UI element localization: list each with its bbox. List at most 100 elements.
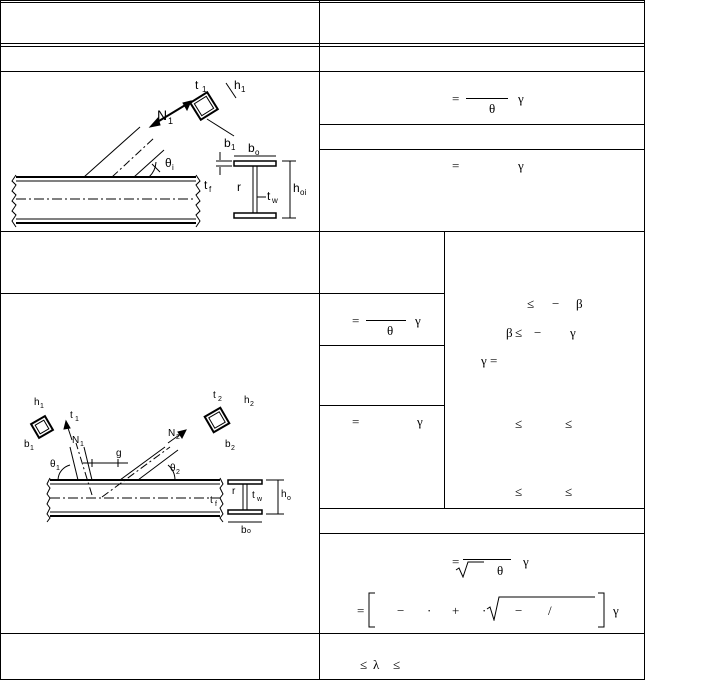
tw-label: t <box>267 189 271 203</box>
equals-sign: = <box>352 313 360 328</box>
brace-1 <box>69 442 93 496</box>
n1-label: N <box>72 435 79 446</box>
sqrt-sign <box>455 561 484 578</box>
plus-sign: + <box>452 603 460 618</box>
equals-sign: = <box>357 603 365 618</box>
n1-sub: 1 <box>80 441 84 448</box>
b2-sub: 2 <box>231 445 235 452</box>
theta2-sub: 2 <box>176 469 180 476</box>
tf-sub: f <box>209 185 212 194</box>
gamma-symbol: γ <box>518 158 524 173</box>
n1-label: N <box>157 107 167 123</box>
h0-sub: oi <box>300 188 306 197</box>
h1-sub: 1 <box>241 85 246 94</box>
tw-sub: w <box>271 196 278 205</box>
b1-sub: 1 <box>231 143 236 152</box>
theta-symbol: θ <box>497 563 504 578</box>
t-joint-diagram: t 1 h 1 N 1 b 1 θ i b o t f r t w h oi <box>11 78 306 228</box>
b1-sub: 1 <box>30 445 34 452</box>
beta-symbol: β <box>576 296 583 311</box>
b0-sub: o <box>255 148 260 157</box>
minus-sign: − <box>397 603 405 618</box>
k-joint-diagram: h 1 t 1 b 1 N 1 g N 2 t 2 h 2 b 2 θ 1 θ … <box>24 390 291 535</box>
gamma-symbol: γ <box>518 91 524 106</box>
gamma-symbol: γ <box>523 554 529 569</box>
right-bracket <box>598 592 605 628</box>
force-arrows <box>63 419 187 444</box>
b0-label: b <box>241 525 247 535</box>
dot-operator: · <box>482 603 487 618</box>
b1-label: b <box>224 136 231 150</box>
lambda-symbol: λ <box>373 657 380 672</box>
h0-sub: o <box>287 495 291 502</box>
t1-sub: 1 <box>75 416 79 423</box>
beta-symbol: β <box>506 325 513 340</box>
n2-sub: 2 <box>176 434 180 441</box>
brace-section <box>188 82 237 137</box>
gamma-symbol: γ <box>415 313 421 328</box>
le-sign: ≤ <box>515 325 523 340</box>
n1-sub: 1 <box>168 116 173 126</box>
tf-label: t <box>204 178 208 192</box>
minus-sign: − <box>534 325 542 340</box>
b1-label: b <box>24 439 30 450</box>
b0-label: b <box>248 141 255 155</box>
theta-symbol: θ <box>387 323 394 338</box>
t1-sub: 1 <box>202 85 207 94</box>
h1-label: h <box>34 397 40 408</box>
r-label: r <box>237 180 241 194</box>
gamma-symbol: γ <box>417 414 423 429</box>
i-section <box>216 152 296 219</box>
equals-sign: = <box>452 554 460 569</box>
top-figure-labels: t 1 h 1 N 1 b 1 θ i b o t f r t w h oi <box>157 78 306 205</box>
minus-sign: − <box>515 603 523 618</box>
le-sign: ≤ <box>565 484 573 499</box>
angle-marks <box>57 464 176 481</box>
t2-label: t <box>213 390 216 401</box>
brace-2 <box>101 446 179 498</box>
t1-label: t <box>195 78 199 92</box>
brace-sections <box>29 406 231 440</box>
fraction-bar <box>366 320 406 321</box>
theta2-label: θ <box>170 463 176 474</box>
equals-sign: = <box>452 158 460 173</box>
theta1-label: θ <box>50 459 56 470</box>
dot-operator: · <box>427 603 432 618</box>
gamma-symbol: γ <box>613 603 619 618</box>
i-section <box>227 479 284 523</box>
le-sign: ≤ <box>515 484 523 499</box>
chord-member <box>11 174 201 228</box>
b2-label: b <box>225 439 231 450</box>
tw-sub: w <box>256 496 263 503</box>
theta-label: θ <box>165 156 172 170</box>
h0-label: h <box>281 489 287 500</box>
left-bracket <box>368 592 375 628</box>
g-label: g <box>116 448 122 459</box>
tf-label: t <box>210 495 213 506</box>
h1-sub: 1 <box>40 403 44 410</box>
equals-sign: = <box>352 414 360 429</box>
theta-symbol: θ <box>489 101 496 116</box>
le-sign: ≤ <box>527 296 535 311</box>
t1-label: t <box>70 410 73 421</box>
tw-label: t <box>252 490 255 501</box>
t2-sub: 2 <box>218 396 222 403</box>
theta1-sub: 1 <box>56 465 60 472</box>
brace-member <box>83 126 165 178</box>
slash-sign: / <box>548 603 552 618</box>
gamma-symbol: γ <box>570 325 576 340</box>
chord-member <box>46 477 224 523</box>
le-sign: ≤ <box>393 657 401 672</box>
le-sign: ≤ <box>515 416 523 431</box>
h0-label: h <box>293 181 300 195</box>
h2-sub: 2 <box>250 401 254 408</box>
r-label: r <box>232 486 236 497</box>
tf-sub: f <box>215 501 217 508</box>
sqrt-sign <box>486 596 595 621</box>
theta-sub: i <box>172 163 174 172</box>
bottom-figure-labels: h 1 t 1 b 1 N 1 g N 2 t 2 h 2 b 2 θ 1 θ … <box>24 390 291 535</box>
le-sign: ≤ <box>565 416 573 431</box>
fraction-bar <box>463 559 511 560</box>
h2-label: h <box>244 395 250 406</box>
b0-sub: o <box>247 528 251 535</box>
